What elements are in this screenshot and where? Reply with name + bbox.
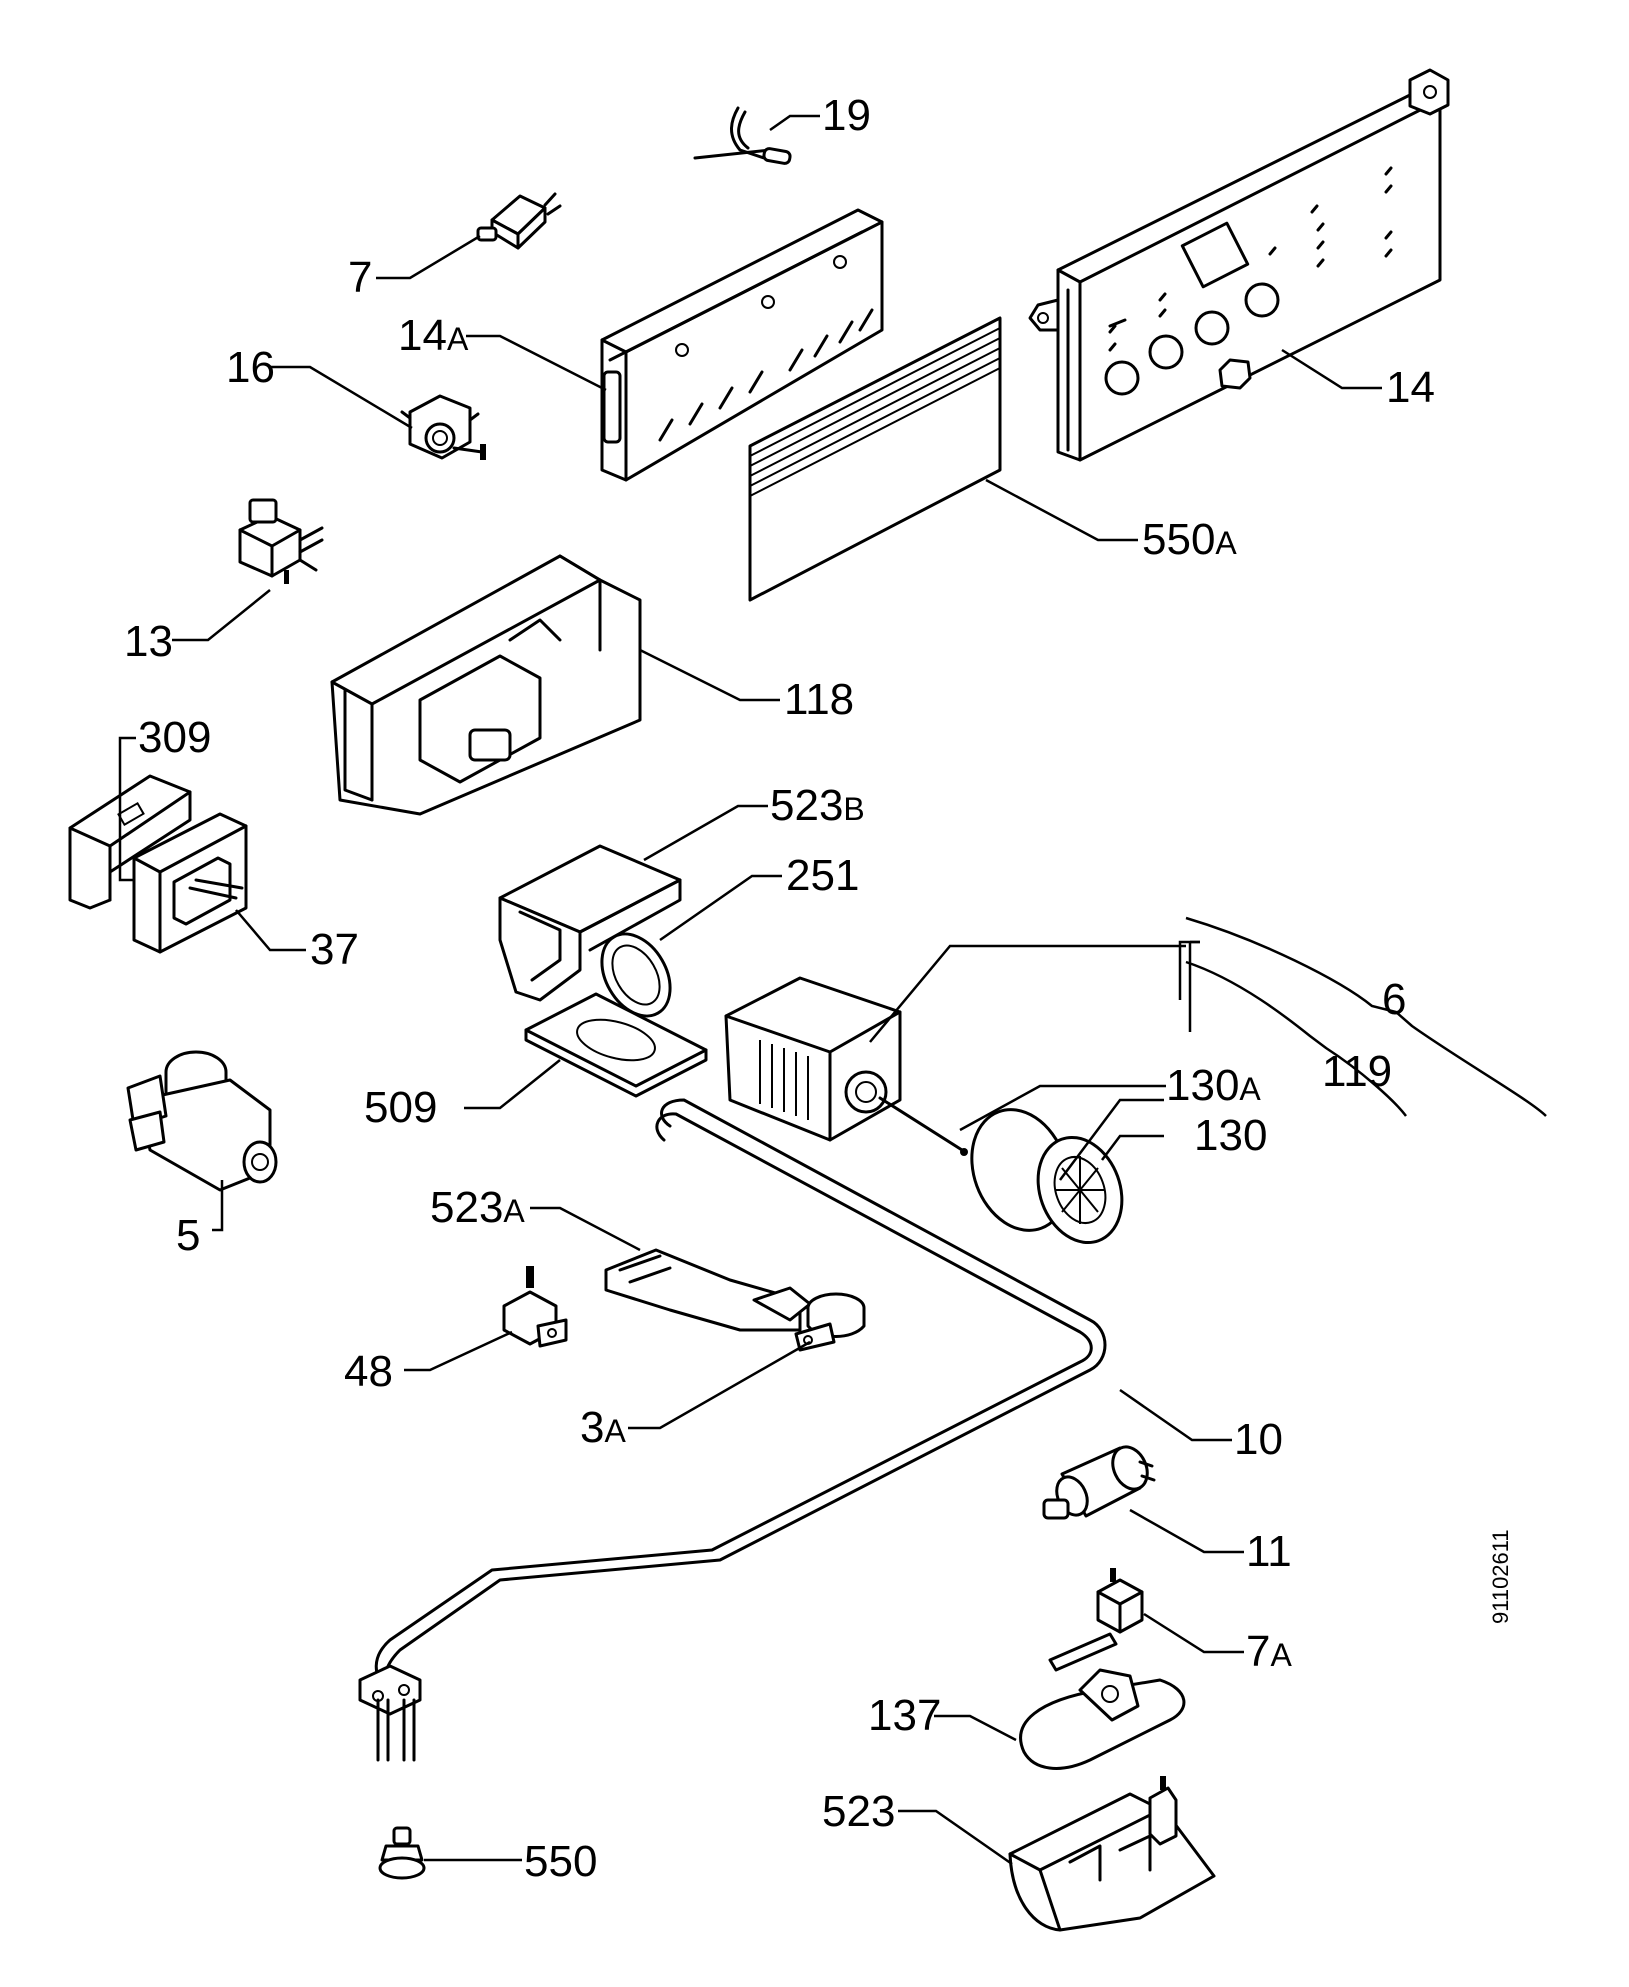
part-37-junction-box (132, 812, 248, 954)
callout-7: 7 (348, 253, 372, 302)
leader-lines (118, 114, 1547, 1866)
callout-11: 11 (1246, 1527, 1292, 1576)
callout-13: 13 (124, 617, 173, 666)
part-550a-front-panel (748, 316, 1002, 602)
callout-37: 37 (310, 925, 359, 974)
callout-10: 10 (1234, 1415, 1283, 1464)
document-number: 91102611 (1488, 1529, 1513, 1624)
part-523-float-housing (1008, 1776, 1216, 1932)
callout-550: 550 (524, 1837, 597, 1886)
callout-509: 509 (364, 1083, 437, 1132)
callout-3a: 3A (580, 1403, 626, 1452)
part-16-component (400, 394, 486, 460)
callout-130: 130 (1194, 1111, 1267, 1160)
part-523b-bracket (498, 844, 682, 1002)
callout-119: 119 (1322, 1047, 1392, 1096)
callout-523a: 523A (430, 1183, 525, 1232)
callout-137: 137 (868, 1691, 941, 1740)
callout-48: 48 (344, 1347, 393, 1396)
part-19-sensor-wire (693, 106, 792, 165)
callout-19: 19 (822, 91, 871, 140)
part-130-fan-impeller (970, 1108, 1124, 1245)
callout-7a: 7A (1246, 1627, 1292, 1676)
callout-309: 309 (138, 713, 211, 762)
callout-6: 6 (1382, 975, 1406, 1024)
callout-523: 523 (822, 1787, 895, 1836)
part-7a-switch-lever (1048, 1568, 1144, 1672)
part-11-capacitor (1042, 1445, 1156, 1520)
part-14a-control-module-housing (600, 208, 884, 482)
callout-5: 5 (176, 1211, 200, 1260)
part-309-cover-clip (68, 774, 192, 910)
callout-14a: 14A (398, 311, 469, 360)
callout-14: 14 (1386, 363, 1435, 412)
part-13-switch (238, 498, 324, 584)
part-523a-clamp-bracket (604, 1248, 812, 1332)
callout-550a: 550A (1142, 515, 1237, 564)
part-10-heating-element (358, 1098, 1107, 1762)
callout-118: 118 (784, 675, 854, 724)
part-5-water-valve (126, 1050, 278, 1192)
part-251-ring-seal (600, 932, 672, 1018)
callout-523b: 523B (770, 781, 865, 830)
part-48-sensor (502, 1266, 568, 1348)
part-7-micro-switch (476, 192, 562, 250)
part-118-detergent-dispenser (330, 554, 642, 816)
part-137-float (1019, 1668, 1186, 1770)
part-14-control-panel (1028, 68, 1450, 462)
part-509-plate-gasket (524, 992, 708, 1098)
callout-16: 16 (226, 343, 275, 392)
part-550-plug (378, 1826, 426, 1880)
part-6-motor (724, 976, 968, 1156)
callout-251: 251 (786, 851, 859, 900)
callout-130a: 130A (1166, 1061, 1261, 1110)
